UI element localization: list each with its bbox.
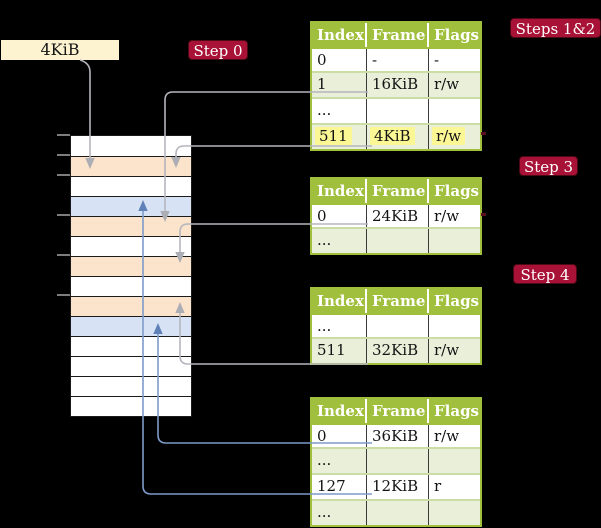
cell-frame [367,99,429,123]
table-row: 0 36KiB r/w [312,425,480,447]
cell-flags: r/w [434,207,460,225]
column-header-index: Index [312,289,367,313]
cell-index: ... [312,99,367,123]
table-row-highlighted: 511 4KiB r/w [312,123,480,149]
cell-flags: - [434,51,440,69]
column-header-index: Index [312,399,367,423]
cell-index: ... [312,229,367,253]
table-row: ... [312,499,480,525]
cell-frame: 16KiB [367,73,429,97]
cell-index: 0 [312,205,367,227]
tick-mark [57,254,70,256]
highlighted-value: 511 [315,127,352,145]
table-row: 127 12KiB r [312,473,480,499]
table-header-row: Index Frame Flags [312,179,480,205]
page-table-1: Index Frame Flags 0 - - 1 16KiB r/w ... … [310,21,482,151]
column-header-frame: Frame [367,23,429,47]
column-header-flags: Flags [434,26,479,44]
table-row: ... [312,447,480,473]
column-header-flags: Flags [434,402,479,420]
cell-flags: r/w [434,75,460,93]
column-header-frame: Frame [367,399,429,423]
badge-step-4: Step 4 [513,264,577,284]
cell-index: 0 [312,425,367,447]
badge-step-0: Step 0 [188,40,248,60]
table-header-row: Index Frame Flags [312,289,480,315]
cell-frame [367,501,429,525]
physical-memory-column [70,135,192,417]
memory-row [71,376,191,396]
table-row: 511 32KiB r/w [312,337,480,363]
tick-mark [57,174,70,176]
page-table-3: Index Frame Flags ... 511 32KiB r/w [310,287,482,365]
memory-row [71,156,191,176]
cell-flags: r [434,477,442,495]
cell-index: ... [312,501,367,525]
memory-row [71,236,191,256]
column-header-index: Index [312,179,367,203]
page-table-4: Index Frame Flags 0 36KiB r/w ... 127 12… [310,397,482,527]
frame-size-label: 4KiB [1,40,119,60]
cell-flags [429,99,480,123]
table-row: 1 16KiB r/w [312,71,480,97]
tick-mark [57,134,70,136]
memory-row [71,396,191,416]
memory-row [71,276,191,296]
cell-index: 127 [312,475,367,499]
cell-frame [367,315,429,337]
column-header-frame: Frame [367,289,429,313]
cell-flags: r/w [429,125,480,149]
cell-index: ... [312,449,367,473]
tick-mark [57,154,70,156]
page-table-2: Index Frame Flags 0 24KiB r/w ... [310,177,482,255]
cell-flags [429,315,480,337]
table-header-row: Index Frame Flags [312,23,480,49]
cell-index: 511 [312,125,367,149]
column-header-flags: Flags [434,292,479,310]
table-header-row: Index Frame Flags [312,399,480,425]
memory-row [71,296,191,316]
highlighted-value: r/w [432,127,466,145]
cell-index: 511 [312,339,367,363]
highlighted-value: 4KiB [370,127,415,145]
table-row: ... [312,315,480,337]
memory-row [71,356,191,376]
cell-index: 0 [312,49,367,71]
cell-index: ... [312,315,367,337]
cell-index: 1 [312,73,367,97]
column-header-frame: Frame [367,179,429,203]
tick-mark [57,294,70,296]
table-row: ... [312,97,480,123]
table-row: 0 - - [312,49,480,71]
cell-frame: 36KiB [367,425,429,447]
badge-step-3: Step 3 [519,156,578,176]
memory-row [71,216,191,236]
table-row: 0 24KiB r/w [312,205,480,227]
column-header-index: Index [312,23,367,47]
cell-flags [429,229,480,253]
cell-frame: 24KiB [367,205,429,227]
memory-row [71,196,191,216]
cell-flags: r/w [434,341,460,359]
memory-row [71,316,191,336]
memory-row [71,176,191,196]
tick-mark [57,214,70,216]
cell-frame: 12KiB [367,475,429,499]
column-header-flags: Flags [434,182,479,200]
cell-frame: 32KiB [367,339,429,363]
cell-flags [429,501,480,525]
cell-flags: r/w [434,427,460,445]
cell-flags [429,449,480,473]
cell-frame: 4KiB [367,125,429,149]
table-row: ... [312,227,480,253]
memory-row [71,256,191,276]
badge-steps-1-2: Steps 1&2 [510,18,601,38]
cell-frame [367,449,429,473]
cell-frame [367,229,429,253]
cell-frame: - [367,49,429,71]
memory-row [71,136,191,156]
memory-row [71,336,191,356]
